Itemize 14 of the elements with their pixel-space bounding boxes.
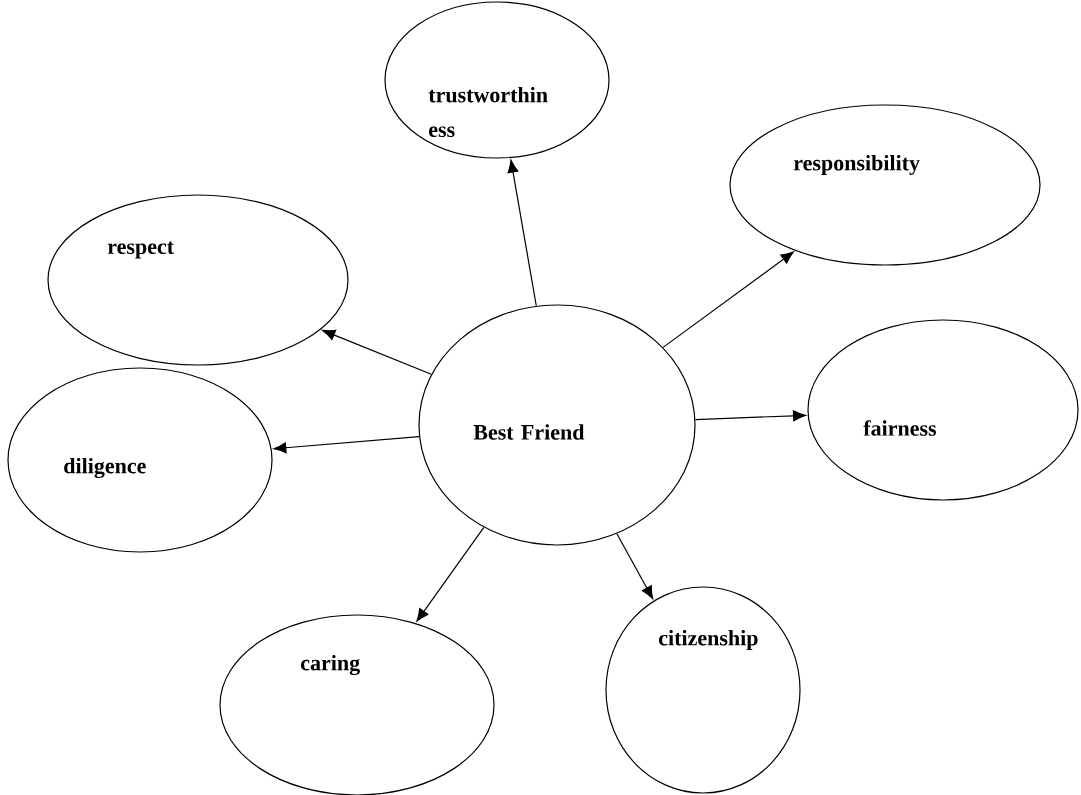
ellipse-node: citizenship — [605, 586, 801, 794]
ellipse-node: trustworthin ess — [384, 1, 610, 159]
arrow — [616, 533, 654, 600]
arrow — [416, 526, 485, 622]
ellipse-node: fairness — [807, 319, 1079, 501]
arrow — [694, 410, 806, 422]
ellipse-node: responsibility — [729, 104, 1041, 266]
arrow — [662, 251, 794, 348]
arrow — [322, 329, 432, 375]
arrow — [273, 435, 420, 454]
arrow — [507, 159, 537, 307]
ellipse-node: diligence — [7, 367, 273, 553]
ellipse-node: respect — [47, 194, 349, 366]
ellipse-node: Best Friend — [418, 304, 696, 546]
